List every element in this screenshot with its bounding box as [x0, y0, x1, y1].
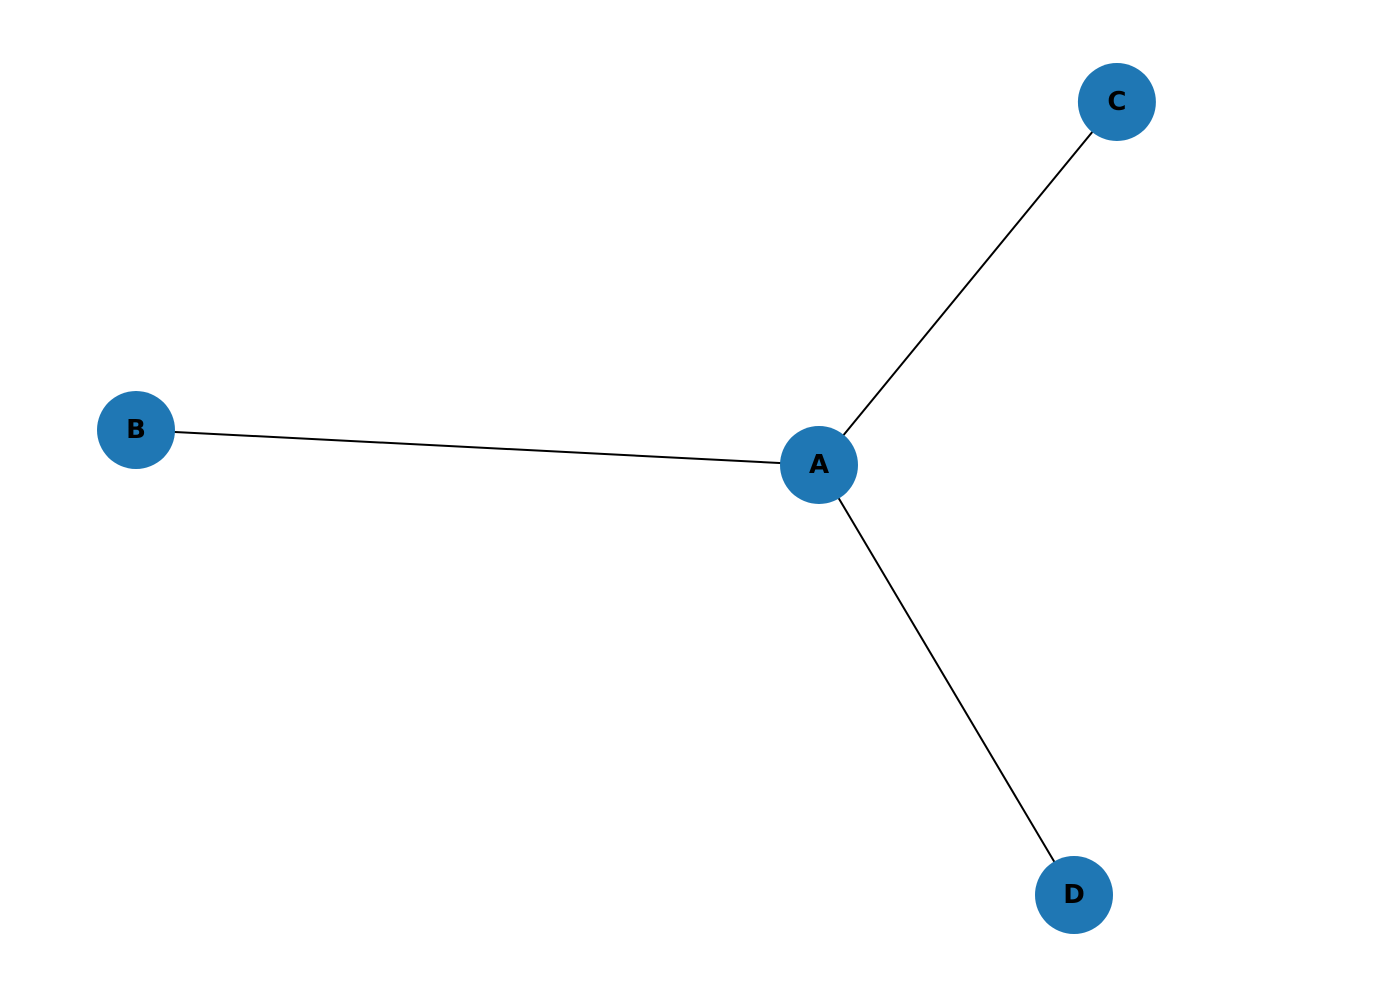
edge-A-C	[818, 101, 1118, 466]
node-B	[97, 390, 175, 469]
node-label-A: A	[809, 450, 829, 480]
node-label-C: C	[1107, 87, 1126, 117]
node-C	[1077, 63, 1156, 141]
edge-A-D	[818, 464, 1075, 896]
node-D	[1035, 856, 1113, 934]
node-label-B: B	[126, 415, 146, 445]
edge-A-B	[135, 428, 820, 466]
node-A	[780, 426, 858, 504]
node-label-D: D	[1063, 880, 1085, 910]
